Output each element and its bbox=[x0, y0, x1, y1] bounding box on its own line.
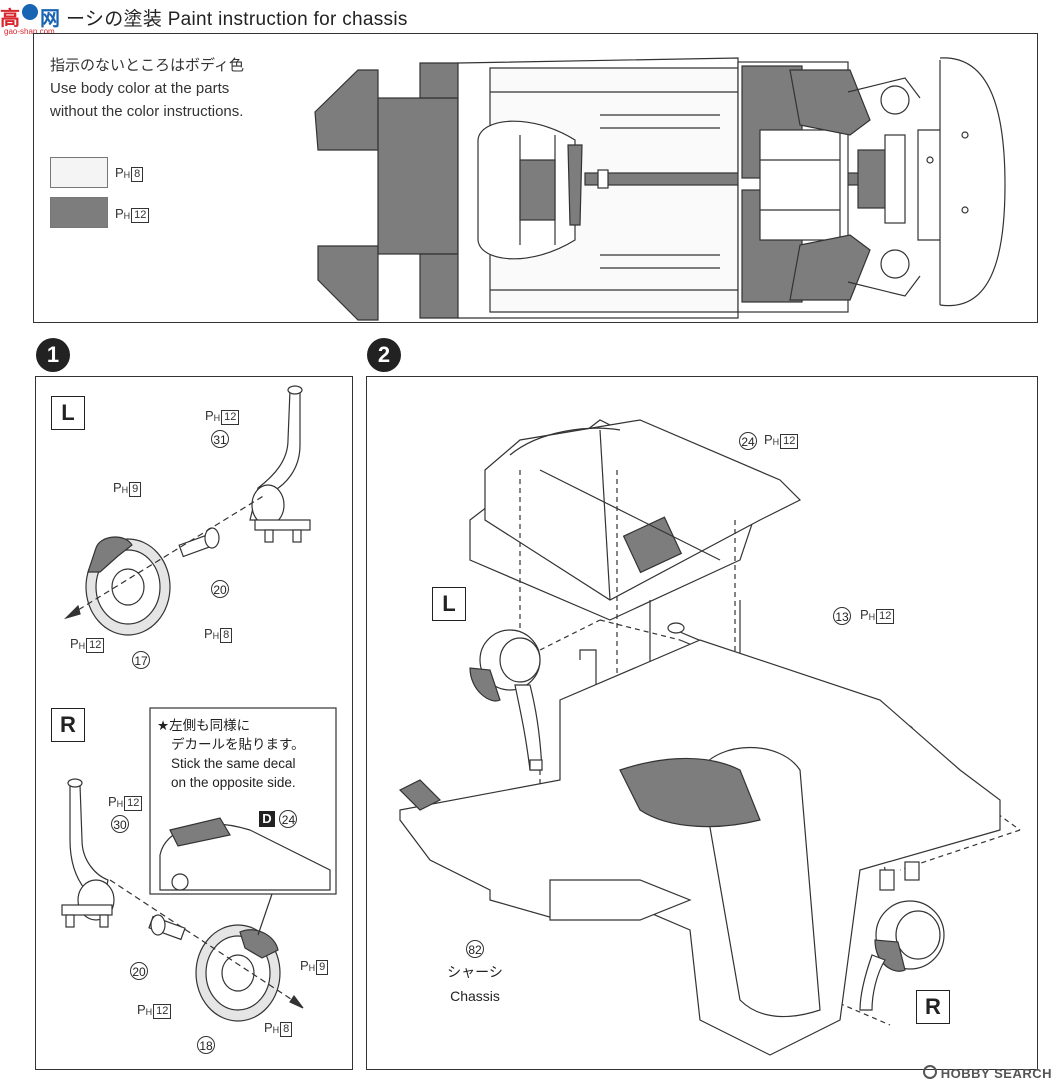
L-part20-num: 20 bbox=[211, 580, 229, 598]
chassis-label: 82 シャーシ Chassis bbox=[440, 940, 510, 1004]
site-logo: 高 网 gao-shan.com bbox=[0, 0, 72, 36]
R-part20-num: 20 bbox=[130, 962, 148, 980]
part24-num: 24 bbox=[739, 432, 757, 450]
side-label-L: L bbox=[51, 396, 85, 430]
page-title: ーシの塗装 Paint instruction for chassis bbox=[66, 9, 408, 30]
callout-en-1: Stick the same decal bbox=[171, 756, 296, 771]
logo-site: gao-shan.com bbox=[4, 27, 55, 36]
step2-panel bbox=[366, 376, 1038, 1070]
paint-note: 指示のないところはボディ色 Use body color at the part… bbox=[50, 54, 244, 123]
side-label-R: R bbox=[51, 708, 85, 742]
step1-panel bbox=[35, 376, 353, 1070]
decal-num: 24 bbox=[279, 810, 298, 828]
logo-mascot-icon bbox=[22, 4, 38, 20]
note-en-2: without the color instructions. bbox=[50, 103, 244, 120]
chassis-jp: シャーシ bbox=[447, 964, 503, 980]
watermark-icon bbox=[922, 1065, 937, 1079]
chassis-num: 82 bbox=[466, 940, 484, 958]
callout-jp-2: デカールを貼ります。 bbox=[171, 737, 305, 752]
step2-side-R: R bbox=[916, 990, 950, 1024]
note-en-1: Use body color at the parts bbox=[50, 80, 230, 97]
paint-panel bbox=[33, 33, 1038, 323]
decal-letter: D bbox=[259, 811, 275, 828]
L-part31-num: 31 bbox=[211, 430, 229, 448]
step-badge-1: 1 bbox=[36, 338, 70, 372]
logo-glyph-right: 网 bbox=[40, 8, 60, 30]
decal-label: D 24 bbox=[259, 810, 298, 828]
part13-num: 13 bbox=[833, 607, 851, 625]
L-part17-num: 17 bbox=[132, 651, 150, 669]
note-jp: 指示のないところはボディ色 bbox=[50, 57, 244, 74]
step-badge-2: 2 bbox=[367, 338, 401, 372]
decal-callout: ★左側も同様に デカールを貼ります。 Stick the same decal … bbox=[157, 716, 305, 792]
chassis-en: Chassis bbox=[450, 988, 500, 1004]
step2-side-L: L bbox=[432, 587, 466, 621]
callout-jp-1: ★左側も同様に bbox=[157, 718, 251, 733]
watermark: HOBBY SEARCH bbox=[922, 1065, 1052, 1081]
R-part18-num: 18 bbox=[197, 1036, 215, 1054]
swatch-light bbox=[50, 157, 108, 188]
logo-glyph-left: 高 bbox=[0, 8, 20, 30]
swatch-dark bbox=[50, 197, 108, 228]
callout-en-2: on the opposite side. bbox=[171, 775, 296, 790]
R-part30-num: 30 bbox=[111, 815, 129, 833]
